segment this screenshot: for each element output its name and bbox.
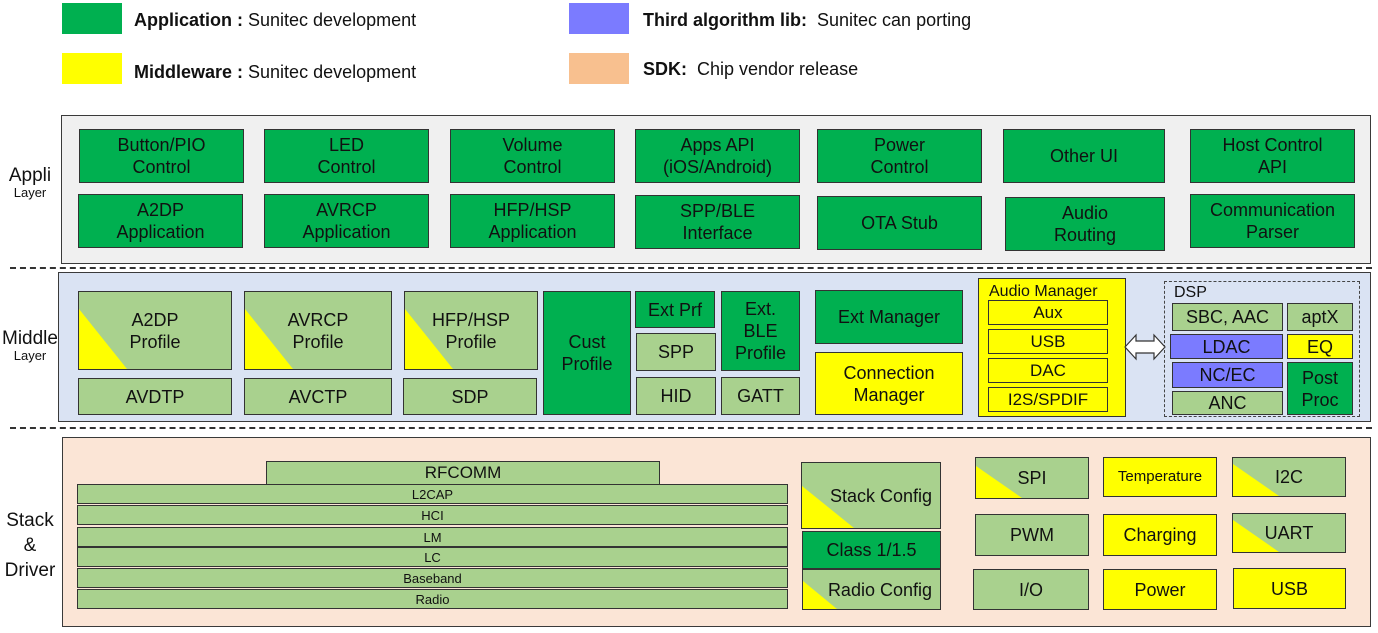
cust-profile[interactable]: Cust Profile xyxy=(543,291,631,415)
connection-manager[interactable]: Connection Manager xyxy=(815,352,963,415)
audio-routing[interactable]: Audio Routing xyxy=(1005,197,1165,251)
driver-uart[interactable]: UART xyxy=(1232,513,1346,553)
host-control-api[interactable]: Host Control API xyxy=(1190,129,1355,183)
led-control[interactable]: LED Control xyxy=(264,129,429,183)
driver-pwm[interactable]: PWM xyxy=(975,514,1089,556)
driver-io[interactable]: I/O xyxy=(973,569,1089,610)
ext-manager[interactable]: Ext Manager xyxy=(815,290,963,344)
legend-swatch-application xyxy=(62,3,122,34)
dsp-post-proc[interactable]: Post Proc xyxy=(1287,362,1353,415)
avdtp[interactable]: AVDTP xyxy=(78,378,232,415)
dsp-eq[interactable]: EQ xyxy=(1287,334,1353,359)
audio-manager-title: Audio Manager xyxy=(989,283,1098,300)
driver-usb[interactable]: USB xyxy=(1233,568,1346,609)
sdp[interactable]: SDP xyxy=(403,378,537,415)
ext-prf[interactable]: Ext Prf xyxy=(635,291,715,328)
stack-layer-label: Stack & Driver xyxy=(0,508,60,583)
legend-swatch-sdk xyxy=(569,53,629,84)
hfp-hsp-profile[interactable]: HFP/HSP Profile xyxy=(404,291,538,370)
ota-stub[interactable]: OTA Stub xyxy=(817,196,982,250)
legend-sdk: SDK: Chip vendor release xyxy=(643,59,859,79)
legend-swatch-middleware xyxy=(62,53,122,84)
stack-layer-title: Stack & Driver xyxy=(4,510,56,581)
audio-dac[interactable]: DAC xyxy=(988,358,1108,383)
gatt[interactable]: GATT xyxy=(721,377,800,415)
legend-third-party: Third algorithm lib: Sunitec can porting xyxy=(643,10,972,30)
driver-charging[interactable]: Charging xyxy=(1103,514,1217,556)
driver-i2c[interactable]: I2C xyxy=(1232,457,1346,497)
power-control[interactable]: Power Control xyxy=(817,129,982,183)
avrcp-application[interactable]: AVRCP Application xyxy=(264,194,429,248)
middle-layer-title: Middle xyxy=(2,328,58,349)
baseband[interactable]: Baseband xyxy=(77,568,788,588)
driver-temperature[interactable]: Temperature xyxy=(1103,457,1217,497)
dsp-title: DSP xyxy=(1174,284,1207,301)
legend-middleware: Middleware : Sunitec development xyxy=(134,62,417,82)
rfcomm[interactable]: RFCOMM xyxy=(266,461,660,485)
legend-application: Application : Sunitec development xyxy=(134,10,417,30)
lc[interactable]: LC xyxy=(77,547,788,567)
appli-layer-label: Appli Layer xyxy=(0,166,60,200)
l2cap[interactable]: L2CAP xyxy=(77,484,788,504)
audio-i2s-spdif[interactable]: I2S/SPDIF xyxy=(988,387,1108,412)
a2dp-profile[interactable]: A2DP Profile xyxy=(78,291,232,370)
apps-api[interactable]: Apps API (iOS/Android) xyxy=(635,129,800,183)
stack-config[interactable]: Stack Config xyxy=(801,462,941,529)
separator-appli-middle xyxy=(10,267,1372,269)
communication-parser[interactable]: Communication Parser xyxy=(1190,194,1355,248)
middle-layer-label: Middle Layer xyxy=(0,329,60,363)
radio[interactable]: Radio xyxy=(77,589,788,609)
radio-config[interactable]: Radio Config xyxy=(802,569,941,610)
dsp-ldac[interactable]: LDAC xyxy=(1170,334,1283,359)
dsp-anc[interactable]: ANC xyxy=(1172,391,1283,415)
appli-layer-subtitle: Layer xyxy=(13,184,47,200)
dsp-aptx[interactable]: aptX xyxy=(1287,303,1353,331)
class-1-1-5[interactable]: Class 1/1.5 xyxy=(802,531,941,569)
bidirectional-arrow-icon xyxy=(1124,333,1166,361)
avctp[interactable]: AVCTP xyxy=(244,378,392,415)
hci[interactable]: HCI xyxy=(77,505,788,525)
other-ui[interactable]: Other UI xyxy=(1003,129,1165,183)
dsp-nc-ec[interactable]: NC/EC xyxy=(1172,362,1283,388)
middle-layer-subtitle: Layer xyxy=(13,347,47,363)
dsp-group xyxy=(1164,281,1360,417)
driver-power[interactable]: Power xyxy=(1103,569,1217,610)
hid[interactable]: HID xyxy=(636,377,716,415)
audio-aux[interactable]: Aux xyxy=(988,300,1108,325)
legend-swatch-third-party xyxy=(569,3,629,34)
spp[interactable]: SPP xyxy=(636,333,716,371)
button-pio-control[interactable]: Button/PIO Control xyxy=(79,129,244,183)
dsp-sbc-aac[interactable]: SBC, AAC xyxy=(1172,303,1283,331)
audio-usb[interactable]: USB xyxy=(988,329,1108,354)
hfp-hsp-application[interactable]: HFP/HSP Application xyxy=(450,194,615,248)
appli-layer-title: Appli xyxy=(8,165,52,186)
ext-ble-profile[interactable]: Ext. BLE Profile xyxy=(721,291,800,371)
driver-spi[interactable]: SPI xyxy=(975,457,1089,499)
volume-control[interactable]: Volume Control xyxy=(450,129,615,183)
separator-middle-stack xyxy=(10,427,1372,429)
a2dp-application[interactable]: A2DP Application xyxy=(78,194,243,248)
spp-ble-interface[interactable]: SPP/BLE Interface xyxy=(635,195,800,249)
lm[interactable]: LM xyxy=(77,527,788,547)
avrcp-profile[interactable]: AVRCP Profile xyxy=(244,291,392,370)
